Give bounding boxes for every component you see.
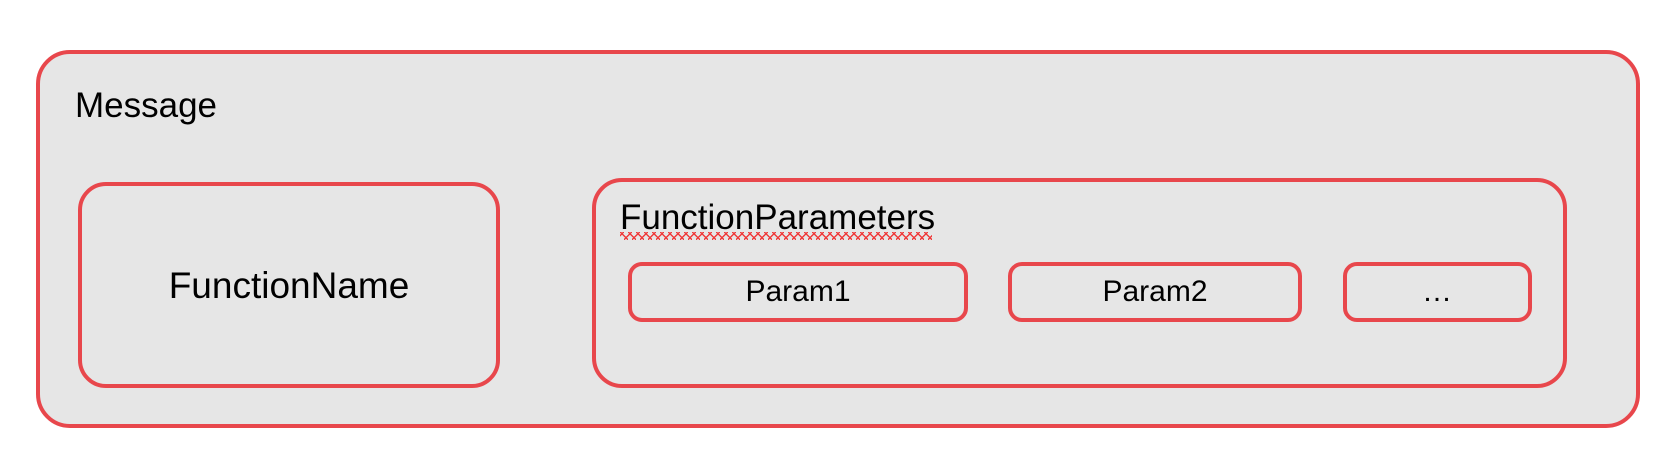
function-parameters-label: FunctionParameters bbox=[620, 198, 936, 237]
param-box-2[interactable]: Param2 bbox=[1008, 262, 1302, 322]
param-box-ellipsis-label: … bbox=[1422, 275, 1453, 308]
message-box-label: Message bbox=[75, 86, 218, 125]
param-box-1[interactable]: Param1 bbox=[628, 262, 968, 322]
param-box-2-label: Param2 bbox=[1102, 275, 1208, 308]
function-name-label: FunctionName bbox=[168, 264, 410, 306]
function-name-box[interactable]: FunctionName bbox=[78, 182, 500, 388]
param-box-ellipsis[interactable]: … bbox=[1343, 262, 1532, 322]
param-box-1-label: Param1 bbox=[745, 275, 851, 308]
